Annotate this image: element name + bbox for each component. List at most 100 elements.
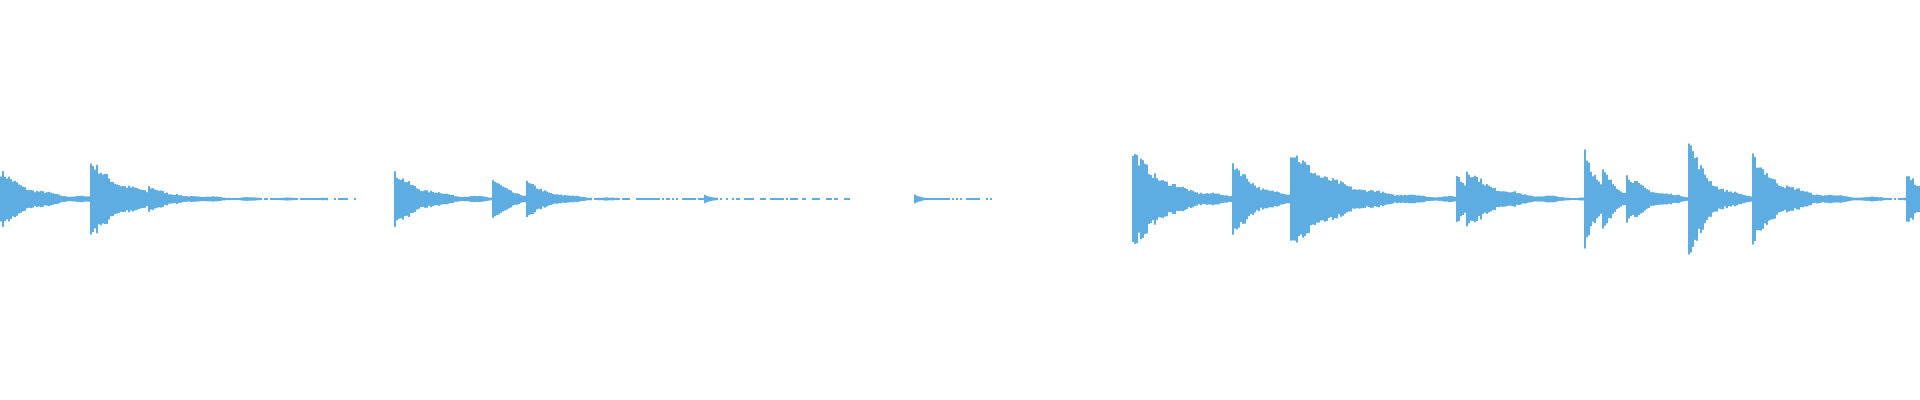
waveform-bar bbox=[1176, 187, 1178, 211]
waveform-bar bbox=[1868, 197, 1870, 201]
waveform-bar bbox=[558, 194, 560, 204]
waveform-bar bbox=[418, 189, 420, 209]
waveform-bar bbox=[10, 179, 12, 219]
waveform-bar bbox=[1244, 174, 1246, 224]
waveform-bar bbox=[230, 198, 232, 200]
waveform-bar bbox=[1366, 191, 1368, 207]
waveform-bar bbox=[424, 190, 426, 208]
waveform-bar bbox=[1566, 197, 1568, 201]
waveform-bar bbox=[64, 195, 66, 203]
waveform-bar bbox=[186, 196, 188, 202]
waveform-bar bbox=[1358, 189, 1360, 209]
waveform-bar bbox=[130, 187, 132, 211]
waveform-bar bbox=[1528, 195, 1530, 203]
waveform-bar bbox=[1168, 185, 1170, 213]
waveform-bar bbox=[1806, 191, 1808, 207]
waveform-bar bbox=[170, 194, 172, 204]
waveform-bar bbox=[506, 188, 508, 210]
waveform-bar bbox=[594, 197, 596, 201]
waveform-bar bbox=[1146, 164, 1148, 234]
waveform-bar bbox=[1430, 197, 1432, 201]
waveform-bar bbox=[40, 190, 42, 208]
waveform-bar bbox=[702, 198, 704, 200]
waveform-bar bbox=[1698, 169, 1700, 229]
waveform-bar bbox=[74, 196, 76, 202]
waveform-bar bbox=[936, 198, 938, 200]
waveform-bar bbox=[46, 192, 48, 206]
waveform-bar bbox=[1266, 189, 1268, 209]
waveform-bar bbox=[118, 185, 120, 213]
waveform-bar bbox=[1726, 189, 1728, 209]
waveform-bar bbox=[164, 193, 166, 205]
waveform-bar bbox=[8, 176, 10, 222]
waveform-bar bbox=[1912, 178, 1914, 220]
waveform-bar bbox=[1416, 195, 1418, 203]
waveform-bar bbox=[92, 166, 94, 232]
waveform-bar bbox=[600, 197, 602, 201]
waveform-bar bbox=[1200, 192, 1202, 206]
waveform-bar bbox=[150, 188, 152, 210]
waveform-bar bbox=[1250, 184, 1252, 214]
waveform-bar bbox=[1724, 191, 1726, 207]
waveform-bar bbox=[156, 190, 158, 208]
waveform-bar bbox=[1304, 161, 1306, 237]
waveform-bar bbox=[1224, 195, 1226, 203]
waveform-bar bbox=[104, 173, 106, 225]
waveform-bar bbox=[404, 181, 406, 217]
waveform-bar bbox=[940, 198, 942, 200]
waveform-bar bbox=[1696, 157, 1698, 241]
waveform-bar bbox=[498, 183, 500, 215]
waveform-bar bbox=[564, 195, 566, 203]
waveform-bar bbox=[1814, 195, 1816, 203]
waveform-bar bbox=[492, 180, 494, 218]
waveform-bar bbox=[596, 198, 598, 200]
waveform-bar bbox=[1180, 187, 1182, 211]
waveform-bar bbox=[1256, 187, 1258, 211]
waveform-bar bbox=[1844, 196, 1846, 202]
waveform-bar bbox=[204, 196, 206, 202]
waveform-bar bbox=[490, 197, 492, 201]
waveform-bar bbox=[1158, 180, 1160, 218]
waveform-bar bbox=[1428, 197, 1430, 201]
waveform-bar bbox=[1672, 195, 1674, 203]
waveform-bar bbox=[790, 198, 792, 200]
waveform-bar bbox=[36, 190, 38, 208]
waveform-bar bbox=[1752, 153, 1754, 245]
waveform-bar bbox=[1190, 189, 1192, 209]
waveform-bar bbox=[1658, 193, 1660, 205]
waveform-bar bbox=[738, 198, 740, 200]
waveform-bar bbox=[796, 198, 798, 200]
waveform-bar bbox=[736, 198, 738, 200]
waveform-bar bbox=[726, 198, 728, 200]
waveform-bar bbox=[826, 198, 828, 200]
waveform-bar bbox=[694, 198, 696, 200]
waveform-bar bbox=[682, 198, 684, 200]
waveform-bar bbox=[454, 196, 456, 202]
waveform-bar bbox=[580, 196, 582, 202]
waveform-bar bbox=[610, 197, 612, 201]
waveform-bar bbox=[1342, 182, 1344, 216]
waveform-bar bbox=[1424, 196, 1426, 202]
waveform-bar bbox=[1354, 189, 1356, 209]
waveform-bar bbox=[1588, 162, 1590, 236]
waveform-bar bbox=[744, 198, 746, 200]
waveform-bar bbox=[1500, 191, 1502, 207]
waveform-bar bbox=[544, 190, 546, 208]
waveform-bar bbox=[1668, 194, 1670, 204]
waveform-bar bbox=[1778, 185, 1780, 213]
waveform-bar bbox=[146, 192, 148, 206]
waveform-bar bbox=[144, 190, 146, 208]
waveform-bar bbox=[252, 197, 254, 201]
waveform-bar bbox=[1138, 165, 1140, 233]
waveform-bar bbox=[210, 196, 212, 202]
waveform-bar bbox=[1476, 176, 1478, 222]
waveform-bar bbox=[1216, 193, 1218, 205]
waveform-bar bbox=[86, 196, 88, 202]
waveform-bar bbox=[294, 197, 296, 201]
waveform-bar bbox=[82, 195, 84, 203]
waveform-bar bbox=[1268, 190, 1270, 208]
waveform-bar bbox=[1702, 168, 1704, 230]
waveform-bar bbox=[176, 193, 178, 205]
waveform-bar bbox=[1560, 197, 1562, 201]
